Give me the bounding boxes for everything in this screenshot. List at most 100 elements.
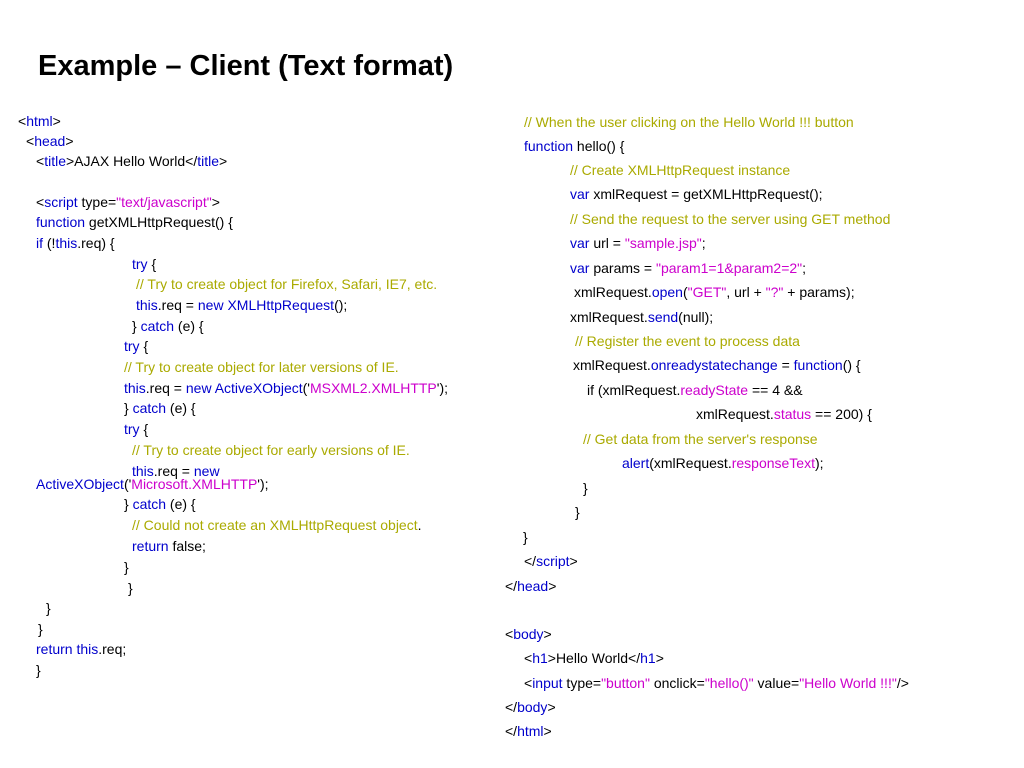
code-token: xmlRequest = getXMLHttpRequest(); bbox=[589, 186, 823, 202]
code-token: html bbox=[517, 723, 544, 739]
code-token: ActiveXObject bbox=[36, 476, 124, 492]
code-token: body bbox=[513, 626, 544, 642]
left-code-line: this.req = new ActiveXObject('MSXML2.XML… bbox=[124, 380, 448, 397]
code-token: // Create XMLHttpRequest instance bbox=[570, 162, 791, 178]
code-token: this bbox=[55, 235, 78, 251]
code-token: false; bbox=[168, 538, 206, 554]
code-token: // Try to create object for early versio… bbox=[132, 442, 410, 458]
code-token: // Register the event to process data bbox=[575, 333, 800, 349]
code-token: xmlRequest. bbox=[574, 284, 652, 300]
code-token: (); bbox=[334, 297, 348, 313]
code-token: type= bbox=[77, 194, 117, 210]
code-token: onclick= bbox=[649, 675, 705, 691]
left-code-line: // Could not create an XMLHttpRequest ob… bbox=[132, 517, 422, 534]
code-token: "Hello World !!!" bbox=[799, 675, 897, 691]
code-token: ( bbox=[682, 284, 688, 300]
code-token: .req; bbox=[98, 641, 127, 657]
code-token: (! bbox=[43, 235, 56, 251]
code-token: Microsoft.XMLHTTP bbox=[131, 476, 258, 492]
code-token: () { bbox=[842, 357, 861, 373]
code-token: (xmlRequest. bbox=[649, 455, 732, 471]
code-token: (e) { bbox=[166, 400, 196, 416]
code-token: < bbox=[524, 675, 533, 691]
left-code-line: <head> bbox=[26, 133, 74, 150]
code-token: new XMLHttpRequest bbox=[197, 297, 335, 313]
slide-title: Example – Client (Text format) bbox=[38, 50, 454, 82]
code-token: > bbox=[543, 626, 552, 642]
code-token: script bbox=[44, 194, 78, 210]
code-token: } bbox=[36, 662, 41, 678]
code-token: this bbox=[132, 463, 154, 479]
code-token: MSXML2.XMLHTTP bbox=[309, 380, 437, 396]
code-token: hello() { bbox=[573, 138, 625, 154]
code-token: > bbox=[211, 194, 220, 210]
right-code-line: // Register the event to process data bbox=[575, 333, 800, 350]
code-token: < bbox=[18, 113, 27, 129]
code-token: onreadystatechange bbox=[650, 357, 778, 373]
right-code-line: if (xmlRequest.readyState == 4 && bbox=[587, 382, 803, 399]
code-token: var bbox=[570, 260, 590, 276]
code-token: > bbox=[52, 113, 61, 129]
code-token: type= bbox=[562, 675, 602, 691]
left-code-line: } bbox=[38, 621, 43, 638]
left-code-line: try { bbox=[124, 421, 148, 438]
right-code-line: xmlRequest.send(null); bbox=[570, 309, 713, 326]
left-code-line: // Try to create object for later versio… bbox=[124, 359, 399, 376]
left-code-line: } bbox=[124, 559, 129, 576]
left-code-line: this.req = new XMLHttpRequest(); bbox=[136, 297, 347, 314]
code-token: } bbox=[575, 504, 580, 520]
code-token: >Hello World</ bbox=[547, 650, 641, 666]
code-token: == 4 && bbox=[748, 382, 803, 398]
code-token: < bbox=[505, 626, 514, 642]
code-token: (e) { bbox=[166, 496, 196, 512]
left-code-line: } catch (e) { bbox=[124, 496, 196, 513]
code-token: </ bbox=[524, 553, 537, 569]
code-token: send bbox=[647, 309, 679, 325]
code-token: xmlRequest. bbox=[570, 309, 648, 325]
code-token: // Try to create object for Firefox, Saf… bbox=[136, 276, 438, 292]
left-code-line: try { bbox=[132, 256, 156, 273]
code-token: </ bbox=[505, 723, 518, 739]
left-code-line: } catch (e) { bbox=[132, 318, 204, 335]
code-token: title bbox=[197, 153, 220, 169]
code-token: script bbox=[536, 553, 570, 569]
right-code-line: // When the user clicking on the Hello W… bbox=[524, 114, 854, 131]
code-token: < bbox=[26, 133, 35, 149]
left-code-line: function getXMLHttpRequest() { bbox=[36, 214, 233, 231]
code-token: input bbox=[532, 675, 563, 691]
right-code-line: var url = "sample.jsp"; bbox=[570, 235, 706, 252]
code-token: xmlRequest. bbox=[696, 406, 774, 422]
code-token: alert bbox=[622, 455, 650, 471]
left-code-line: <script type="text/javascript"> bbox=[36, 194, 220, 211]
code-token: + params); bbox=[783, 284, 855, 300]
code-token: > bbox=[543, 723, 552, 739]
left-code-line: ActiveXObject('Microsoft.XMLHTTP'); bbox=[36, 476, 269, 493]
left-code-line: <title>AJAX Hello World</title> bbox=[36, 153, 227, 170]
code-token: } bbox=[132, 318, 141, 334]
code-token: // Send the request to the server using … bbox=[570, 211, 891, 227]
code-token: (' bbox=[123, 476, 132, 492]
code-token: } bbox=[46, 600, 51, 616]
code-token: "hello()" bbox=[704, 675, 754, 691]
code-token: == 200) { bbox=[811, 406, 872, 422]
right-code-line: xmlRequest.open("GET", url + "?" + param… bbox=[574, 284, 855, 301]
code-token: { bbox=[139, 421, 149, 437]
code-token: "param1=1&param2=2" bbox=[655, 260, 803, 276]
code-token: "?" bbox=[765, 284, 784, 300]
code-token: (null); bbox=[678, 309, 714, 325]
left-code-line: <html> bbox=[18, 113, 61, 130]
code-token: catch bbox=[132, 400, 167, 416]
code-token: return bbox=[132, 538, 169, 554]
code-token: } bbox=[124, 559, 129, 575]
code-token: </ bbox=[505, 578, 518, 594]
code-token: .req) { bbox=[77, 235, 115, 251]
code-token: .req = bbox=[157, 297, 198, 313]
right-code-line: <h1>Hello World</h1> bbox=[524, 650, 664, 667]
code-token: .req = bbox=[145, 380, 186, 396]
right-code-line: </body> bbox=[505, 699, 556, 716]
code-token: value= bbox=[753, 675, 800, 691]
right-code-line: xmlRequest.onreadystatechange = function… bbox=[573, 357, 861, 374]
right-code-line: <input type="button" onclick="hello()" v… bbox=[524, 675, 909, 692]
code-token: "sample.jsp" bbox=[624, 235, 702, 251]
code-token: params = bbox=[589, 260, 656, 276]
